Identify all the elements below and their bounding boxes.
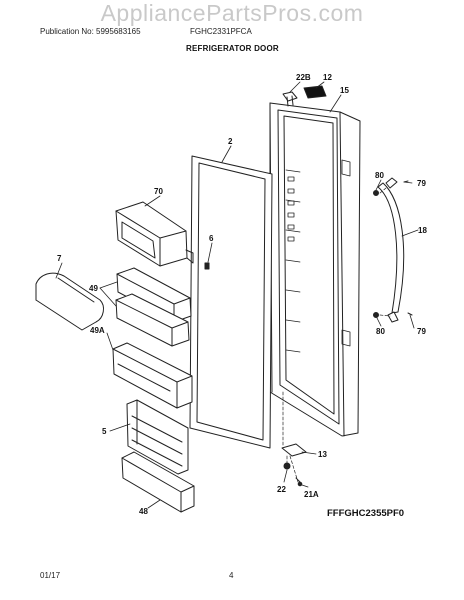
callout-22b: 22B	[296, 73, 311, 82]
callout-6: 6	[209, 234, 214, 243]
callout-2: 2	[228, 137, 233, 146]
callout-79-top: 79	[417, 179, 426, 188]
clip-part	[204, 262, 210, 270]
leader-lines	[55, 81, 419, 509]
publication-number: Publication No: 5995683165	[40, 27, 141, 36]
model-number: FGHC2331PFCA	[190, 27, 252, 36]
callout-49: 49	[89, 284, 98, 293]
callout-21a: 21A	[304, 490, 319, 499]
footer-page-number: 4	[229, 571, 234, 580]
callout-80-top: 80	[375, 171, 384, 180]
watermark: AppliancePartsPros.com	[100, 0, 364, 26]
callout-12: 12	[323, 73, 332, 82]
door-gasket	[189, 155, 273, 449]
callout-49a: 49A	[90, 326, 105, 335]
bottom-door-shelf	[121, 451, 195, 513]
door-shelf-lower	[115, 293, 190, 347]
callout-13: 13	[318, 450, 327, 459]
section-title: REFRIGERATOR DOOR	[186, 44, 279, 53]
callout-7: 7	[57, 254, 62, 263]
assembly-dashed-lines	[282, 187, 391, 483]
callout-70: 70	[154, 187, 163, 196]
door-liner-details	[285, 159, 351, 353]
dairy-door-cover	[35, 272, 104, 331]
callout-79-bottom: 79	[417, 327, 426, 336]
callout-22: 22	[277, 485, 286, 494]
door-top-hinge	[282, 85, 327, 107]
door-shelf-bottom	[112, 342, 193, 409]
callout-5: 5	[102, 427, 107, 436]
lower-hinge-parts	[281, 443, 307, 487]
callout-15: 15	[340, 86, 349, 95]
shelf-retainer-frame	[126, 399, 189, 475]
dairy-bin	[115, 201, 194, 267]
callout-18: 18	[418, 226, 427, 235]
door-handle	[377, 177, 405, 323]
callout-80-bottom: 80	[376, 327, 385, 336]
diagram-code: FFFGHC2355PF0	[327, 508, 405, 519]
refrigerator-door-outer	[269, 102, 361, 437]
callout-48: 48	[139, 507, 148, 516]
footer-date: 01/17	[40, 571, 61, 580]
